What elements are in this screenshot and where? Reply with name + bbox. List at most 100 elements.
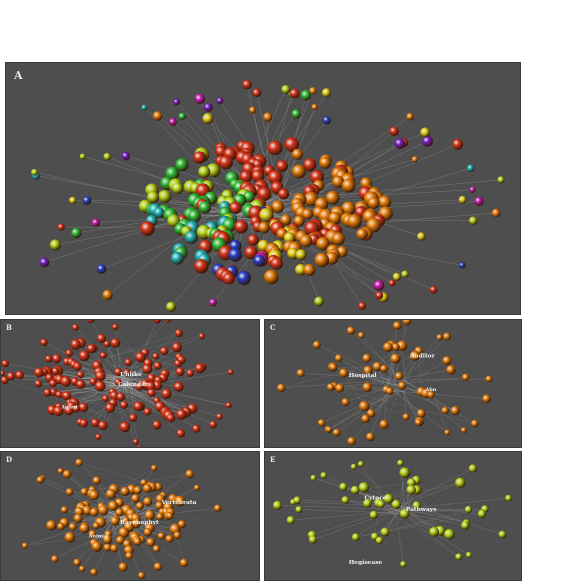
network-node (452, 138, 464, 150)
network-edge (93, 348, 132, 383)
network-edge (69, 491, 125, 520)
network-node (335, 383, 345, 393)
network-node (155, 501, 164, 510)
network-edge (343, 372, 398, 386)
network-edge (392, 390, 487, 399)
network-node (75, 458, 83, 467)
network-edge (177, 535, 185, 563)
node-label: Cytoce (364, 494, 386, 501)
network-node (158, 189, 172, 203)
network-edge (130, 363, 179, 382)
network-edge (401, 345, 406, 383)
network-node (142, 363, 153, 374)
network-node (119, 421, 131, 433)
network-edge (66, 382, 123, 396)
network-edge (290, 509, 413, 521)
network-node (133, 537, 142, 546)
network-edge (350, 330, 406, 382)
network-edge (316, 344, 405, 385)
network-node (176, 429, 186, 438)
network-edge (367, 503, 402, 512)
network-node (314, 252, 330, 268)
network-node (429, 285, 438, 294)
network-node (185, 469, 195, 479)
network-node (458, 195, 467, 204)
network-node (270, 257, 283, 270)
network-node (236, 270, 251, 286)
network-node (103, 543, 112, 552)
network-node (155, 494, 166, 504)
network-edge (405, 482, 461, 505)
network-node (166, 512, 174, 520)
network-edge (96, 480, 117, 520)
network-node (49, 388, 58, 397)
network-node (358, 301, 367, 310)
network-edge (240, 159, 416, 209)
network-edge (106, 343, 139, 407)
network-edge (343, 372, 365, 407)
network-node (402, 320, 412, 326)
network-node (291, 109, 301, 119)
network-node (194, 93, 206, 105)
network-node (72, 323, 79, 331)
network-edge (403, 502, 503, 535)
network-node (320, 472, 328, 479)
network-node (339, 368, 349, 378)
network-node (124, 358, 132, 367)
network-edge (355, 508, 486, 538)
network-node (409, 350, 420, 361)
network-node (392, 272, 401, 281)
network-node (251, 169, 265, 183)
network-node (286, 516, 295, 525)
network-node (70, 339, 81, 350)
network-node (253, 254, 266, 267)
network-node (165, 166, 180, 181)
network-node (110, 516, 120, 526)
network-edge (115, 342, 128, 387)
network-node (86, 320, 95, 324)
node-label: Pathways (406, 506, 437, 513)
network-edge (405, 385, 446, 411)
network-edge (84, 473, 190, 492)
network-node (152, 420, 162, 430)
network-node (379, 419, 389, 429)
network-node (406, 112, 414, 121)
network-node (442, 332, 451, 341)
network-node (271, 200, 285, 214)
network-node (216, 97, 224, 105)
network-node (102, 289, 113, 301)
network-node (73, 513, 83, 523)
network-node (295, 249, 307, 261)
network-node (193, 151, 206, 164)
panel-a-network: A (5, 62, 521, 315)
network-edge (91, 348, 116, 383)
network-node (92, 476, 101, 485)
network-node (173, 381, 184, 392)
network-node (234, 219, 248, 234)
network-node (331, 232, 345, 246)
network-node (347, 436, 356, 446)
node-label: Hegisease (349, 559, 383, 566)
network-edge (80, 374, 130, 389)
network-node (114, 378, 122, 386)
network-node (98, 420, 108, 431)
network-node (417, 232, 426, 241)
network-node (51, 354, 62, 364)
network-node (136, 502, 144, 510)
network-edge (49, 332, 179, 378)
network-node (329, 363, 338, 372)
network-node (62, 469, 72, 479)
network-edge (393, 369, 451, 381)
network-edge (167, 347, 178, 415)
node-label: Ameri (60, 405, 78, 411)
network-node (1, 376, 9, 384)
network-node (258, 221, 270, 234)
network-edge (397, 378, 489, 381)
network-node (351, 533, 360, 542)
network-node (362, 382, 373, 393)
network-node (79, 523, 90, 534)
